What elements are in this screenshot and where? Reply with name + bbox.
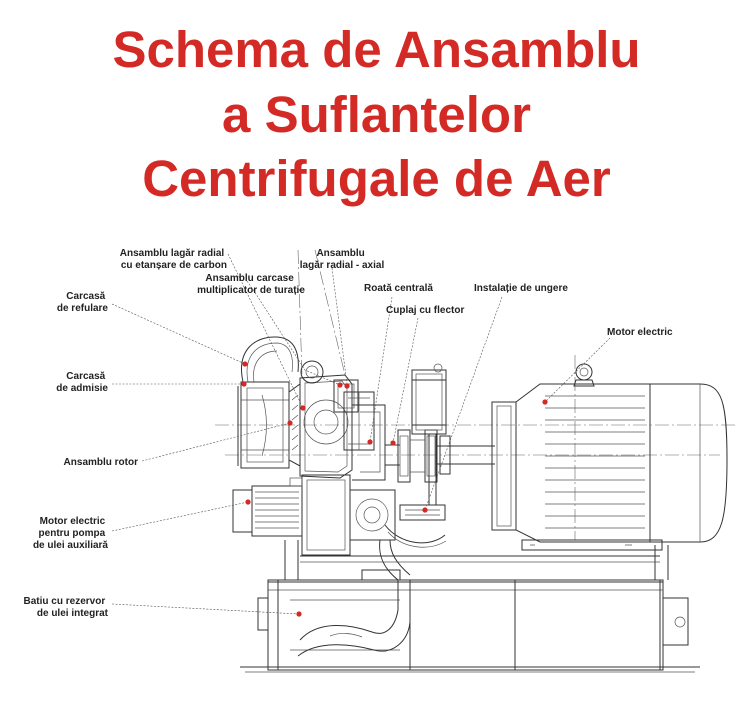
label-carcasa-refulare: Carcasă de refulare — [57, 291, 109, 314]
leader-lines — [111, 253, 611, 615]
label-cuplaj-flector: Cuplaj cu flector — [386, 305, 464, 316]
page-title-line-2: a Suflantelor — [222, 86, 531, 143]
auxiliary-pump-motor — [232, 474, 396, 556]
page-title-line-1: Schema de Ansamblu — [112, 21, 641, 78]
label-lagar-radial-carbon: Ansamblu lagăr radial cu etanșare de car… — [120, 248, 227, 271]
main-electric-motor — [491, 363, 728, 551]
lubrication-system — [384, 363, 447, 548]
blower-casing — [237, 336, 400, 481]
label-roata-centrala: Roată centrală — [364, 283, 433, 294]
coupling — [397, 429, 495, 483]
label-motor-pompa: Motor electric pentru pompa de ulei auxi… — [33, 516, 108, 551]
label-instalatie-ungere: Instalație de ungere — [474, 283, 568, 294]
label-carcase-multiplicator: Ansamblu carcase multiplicator de turați… — [197, 273, 305, 296]
label-ansamblu-rotor: Ansamblu rotor — [64, 457, 139, 468]
label-carcasa-admisie: Carcasă de admisie — [56, 371, 108, 394]
base-frame-oil-tank — [240, 539, 700, 673]
label-lagar-radial-axial: Ansamblu lagăr radial - axial — [300, 248, 385, 271]
label-batiu: Batiu cu rezervor de ulei integrat — [24, 596, 109, 619]
component-labels: Ansamblu lagăr radial cu etanșare de car… — [24, 248, 673, 619]
label-motor-electric: Motor electric — [607, 327, 673, 338]
page-title-line-3: Centrifugale de Aer — [142, 150, 611, 207]
callout-markers — [241, 361, 548, 617]
